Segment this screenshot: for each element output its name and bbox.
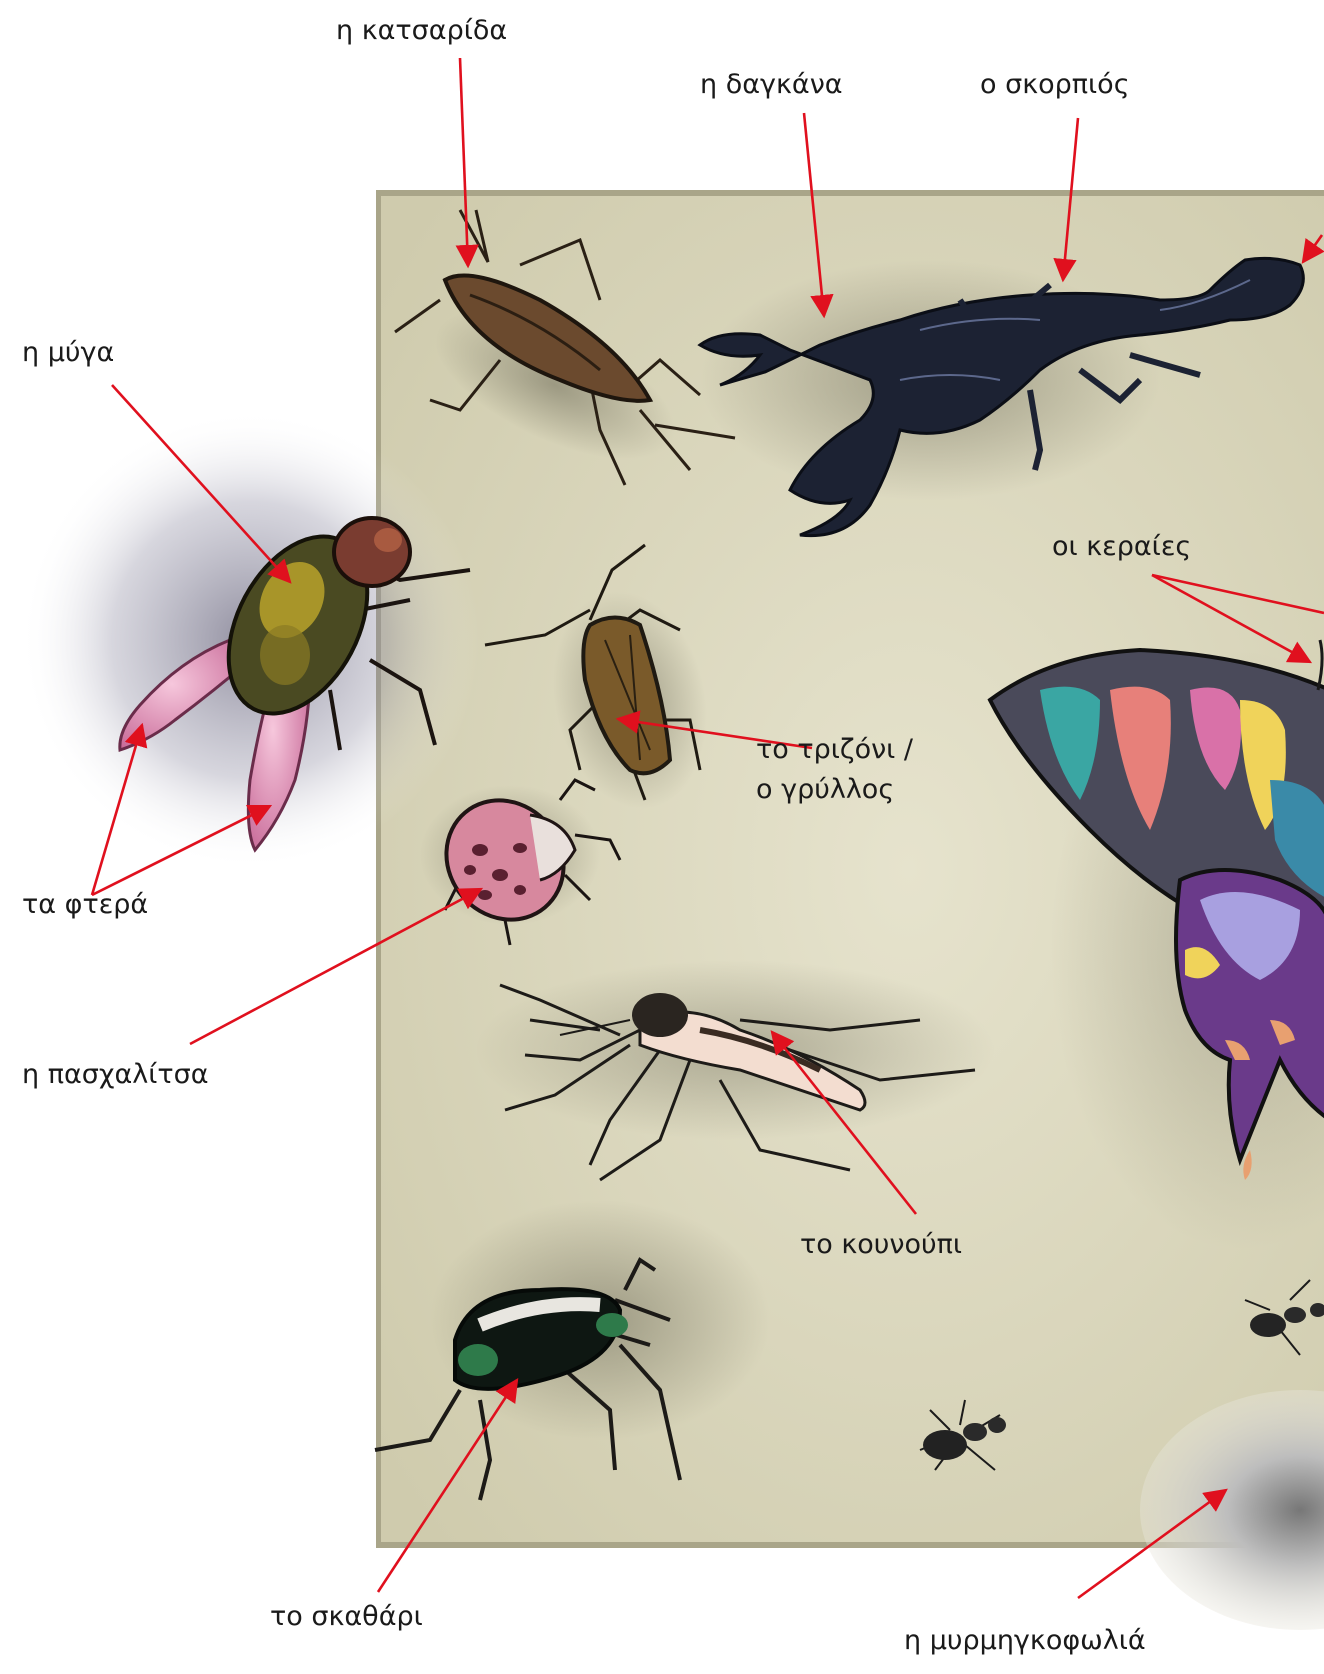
label-wings: τα φτερά (22, 888, 148, 922)
label-claw: η δαγκάνα (700, 68, 843, 102)
label-scorpion: ο σκορπιός (980, 68, 1130, 102)
label-cricket-line2: ο γρύλλος (756, 770, 913, 810)
label-beetle: το σκαθάρι (270, 1600, 423, 1634)
label-fly: η μύγα (22, 336, 114, 370)
label-anthill: η μυρμηγκοφωλιά (904, 1624, 1146, 1658)
label-cricket-line1: το τριζόνι / (756, 730, 913, 770)
label-mosquito: το κουνούπι (800, 1228, 962, 1262)
label-cricket: το τριζόνι / ο γρύλλος (756, 730, 913, 810)
label-cockroach: η κατσαρίδα (336, 14, 507, 48)
label-antennae: οι κεραίες (1052, 530, 1191, 564)
label-ladybug: η πασχαλίτσα (22, 1058, 209, 1092)
